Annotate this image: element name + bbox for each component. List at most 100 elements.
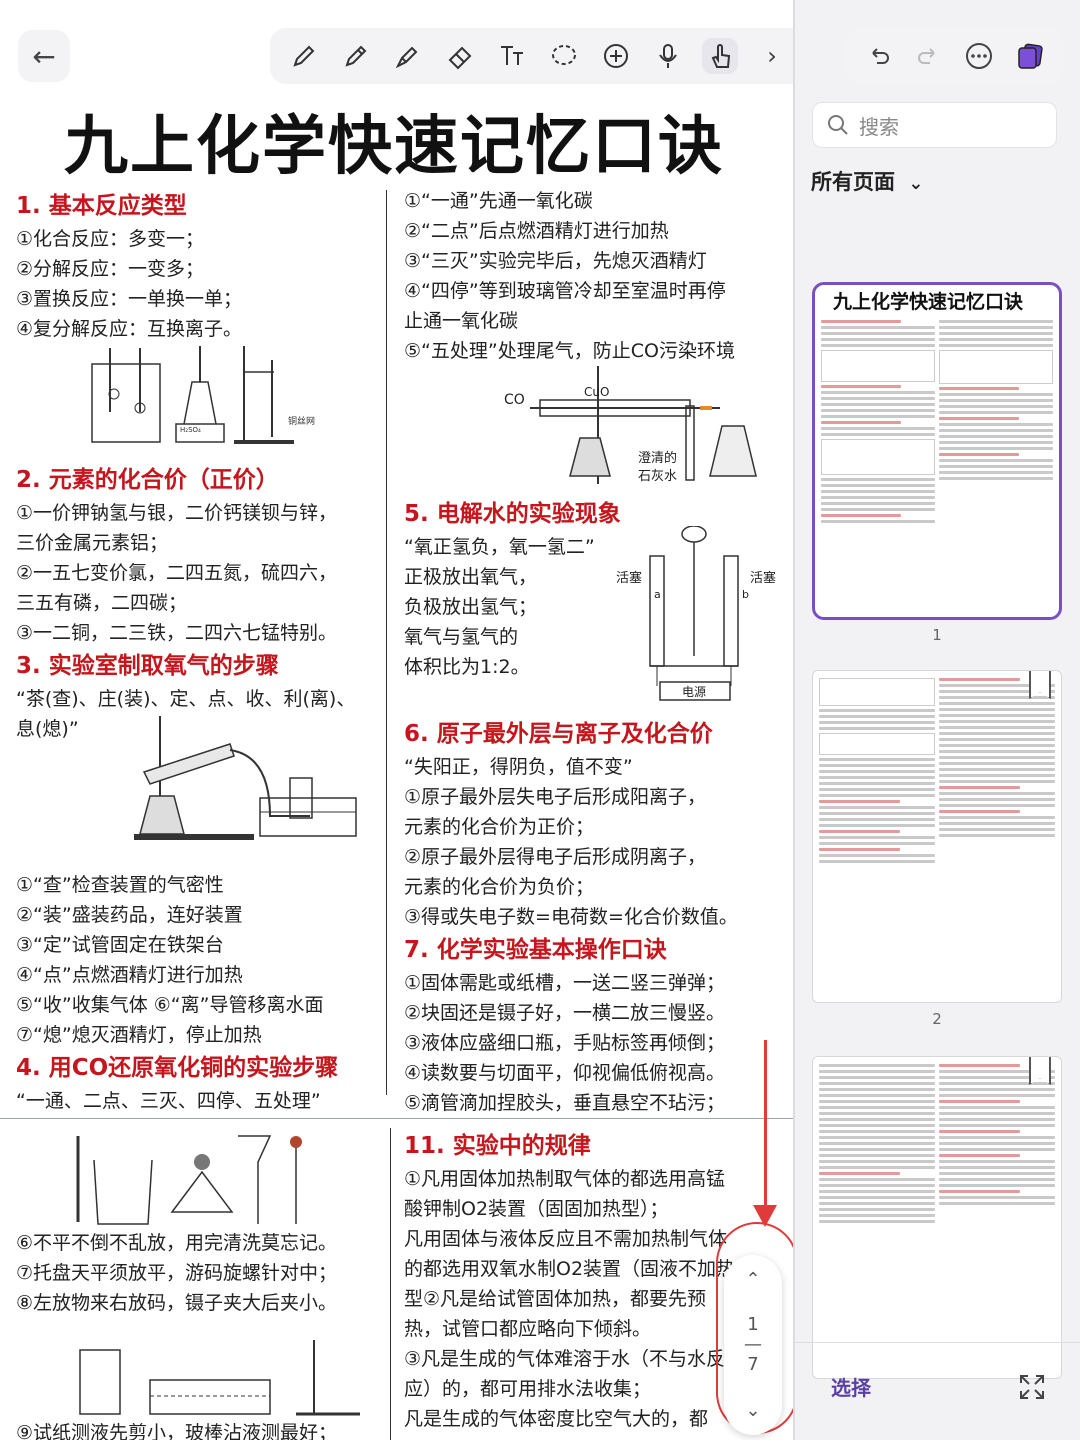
page-navigator[interactable]: ⌃ 1 — 7 ⌄	[724, 1255, 782, 1435]
text-line: ①原子最外层失电子后形成阳离子，	[404, 786, 707, 808]
text-line: 元素的化合价为负价；	[404, 876, 595, 898]
plus-circle-icon	[604, 44, 628, 68]
page-thumbnail-3[interactable]	[812, 1056, 1062, 1379]
text-line: 负极放出氢气；	[404, 596, 538, 618]
arrow-left-icon: ←	[32, 39, 56, 73]
text-line: ⑤滴管滴加捏胶头，垂直悬空不玷污；	[404, 1092, 726, 1114]
section-heading: 11. 实验中的规律	[404, 1133, 591, 1159]
page-thumbnail-2[interactable]	[812, 670, 1062, 1003]
document-title: 九上化学快速记忆口诀	[64, 110, 724, 184]
page-filter-dropdown[interactable]: 所有页面 ⌄	[811, 166, 923, 196]
text-line: 三五有磷，二四碳；	[16, 592, 188, 614]
expand-icon	[1020, 1375, 1044, 1399]
document-page[interactable]: ←	[0, 0, 793, 1440]
more-options-button[interactable]	[961, 38, 997, 74]
text-line: ⑤“收”收集气体 ⑥“离”导管移离水面	[16, 994, 324, 1016]
chevron-down-icon[interactable]: ⌄	[745, 1400, 761, 1421]
section-heading: 3. 实验室制取氧气的步骤	[16, 653, 279, 679]
text-line: ④复分解反应：互换离子。	[16, 318, 243, 340]
text-line: 止通一氧化碳	[404, 310, 519, 332]
add-tool[interactable]	[598, 38, 634, 74]
reaction-apparatus-diagram: H₂SO₄ 铜丝网	[84, 342, 324, 444]
text-line: 体积比为1:2。	[404, 656, 530, 678]
ellipsis-circle-icon	[966, 43, 993, 69]
pen-tool[interactable]	[286, 38, 322, 74]
page-indicator: 1 — 7	[744, 1315, 762, 1375]
left-column: 1. 基本反应类型 ①化合反应：多变一； ②分解反应：一变多； ③置换反应：一单…	[16, 188, 381, 1116]
highlighter-tool[interactable]	[390, 38, 426, 74]
thumbnail-content	[813, 671, 1061, 870]
text-line: ②块固还是镊子好，一横二放三慢竖。	[404, 1002, 726, 1024]
search-input[interactable]: 搜索	[812, 102, 1057, 148]
annotation-arrow	[764, 1040, 767, 1220]
page-thumbnail-1[interactable]: 九上化学快速记忆口诀	[812, 282, 1062, 620]
sidebar-footer-divider	[795, 1342, 1080, 1343]
more-tools-button[interactable]: ›	[754, 38, 790, 74]
thumbnail-content	[813, 1057, 1061, 1230]
diagram-label: a	[654, 588, 661, 601]
undo-button[interactable]	[860, 38, 896, 74]
section-heading: 1. 基本反应类型	[16, 193, 187, 219]
section-heading: 2. 元素的化合价（正价）	[16, 467, 279, 493]
lab-equipment-diagram-2	[70, 1340, 370, 1418]
diagram-label: 电源	[682, 685, 706, 699]
select-button[interactable]: 选择	[831, 1376, 871, 1400]
pencil-tool[interactable]	[338, 38, 374, 74]
text-line: 正极放出氧气，	[404, 566, 538, 588]
text-line: ⑦“熄”熄灭酒精灯，停止加热	[16, 1024, 262, 1046]
redo-button[interactable]	[911, 38, 947, 74]
page-break	[0, 1118, 793, 1119]
eraser-tool[interactable]	[442, 38, 478, 74]
lasso-icon	[552, 45, 576, 65]
text-line: 息(熄)”	[16, 718, 79, 740]
pages-panel-button[interactable]	[1012, 38, 1048, 74]
microphone-tool[interactable]	[650, 38, 686, 74]
text-line: ⑦托盘天平须放平，游码旋螺针对中；	[16, 1262, 338, 1284]
section-heading: 4. 用CO还原氧化铜的实验步骤	[16, 1055, 339, 1081]
search-placeholder: 搜索	[859, 114, 899, 139]
drawing-toolbar: ›	[270, 28, 793, 84]
text-line: 凡用固体与液体反应且不需加热制气体	[404, 1228, 728, 1250]
search-icon	[828, 115, 848, 135]
touch-tool[interactable]	[702, 38, 738, 74]
text-line: 三价金属元素铝；	[16, 532, 169, 554]
section-heading: 7. 化学实验基本操作口诀	[404, 937, 667, 963]
page-number: 1	[932, 626, 942, 644]
expand-button[interactable]	[1017, 1372, 1047, 1408]
current-page-number: 1	[747, 1314, 759, 1335]
column-divider	[390, 1128, 391, 1440]
text-icon	[501, 46, 523, 65]
bottom-right-text: 11. 实验中的规律 ①凡用固体加热制取气体的都选用高锰 酸钾制O2装置（固固加…	[404, 1128, 784, 1434]
diagram-label: CO	[504, 392, 525, 408]
text-line: ②“装”盛装药品，连好装置	[16, 904, 243, 926]
panel-divider[interactable]	[793, 0, 795, 1440]
page-separator: —	[744, 1334, 762, 1355]
co-reduction-diagram: CO CuO 澄清的 石灰水	[500, 366, 770, 488]
text-line: ①一价钾钠氢与银，二价钙镁钡与锌，	[16, 502, 338, 524]
text-line: ③“定”试管固定在铁架台	[16, 934, 224, 956]
annotation-arrow-head	[753, 1205, 777, 1227]
lab-equipment-diagram	[62, 1132, 342, 1228]
highlighter-icon	[395, 46, 418, 69]
diagram-label: 活塞	[616, 570, 642, 586]
text-line: 热，试管口都应略向下倾斜。	[404, 1318, 652, 1340]
chevron-up-icon[interactable]: ⌃	[745, 1269, 761, 1290]
lasso-tool[interactable]	[546, 38, 582, 74]
section-heading: 6. 原子最外层与离子及化合价	[404, 721, 713, 747]
pages-icon	[1018, 43, 1043, 69]
page-filter-label: 所有页面	[811, 170, 895, 194]
text-line: 应）的，都可用排水法收集；	[404, 1378, 652, 1400]
electrolysis-diagram: 活塞 活塞 a b 电源	[614, 526, 784, 702]
text-line: ③“三灭”实验完毕后，先熄灭酒精灯	[404, 250, 707, 272]
right-column: ①“一通”先通一氧化碳 ②“二点”后点燃酒精灯进行加热 ③“三灭”实验完毕后，先…	[404, 186, 784, 1118]
text-line: “氧正氢负，氧一氢二”	[404, 536, 595, 558]
text-tool[interactable]	[494, 38, 530, 74]
text-line: ③一二铜，二三铁，二四六七锰特别。	[16, 622, 338, 644]
back-button[interactable]: ←	[18, 30, 70, 82]
total-page-count: 7	[747, 1354, 759, 1375]
pen-icon	[293, 45, 315, 67]
text-line: 凡是生成的气体密度比空气大的，都	[404, 1408, 709, 1430]
text-line: 氧气与氢气的	[404, 626, 519, 648]
text-line: ②分解反应：一变多；	[16, 258, 205, 280]
bottom-left-text: ⑥不平不倒不乱放，用完清洗莫忘记。 ⑦托盘天平须放平，游码旋螺针对中； ⑧左放物…	[16, 1228, 386, 1318]
